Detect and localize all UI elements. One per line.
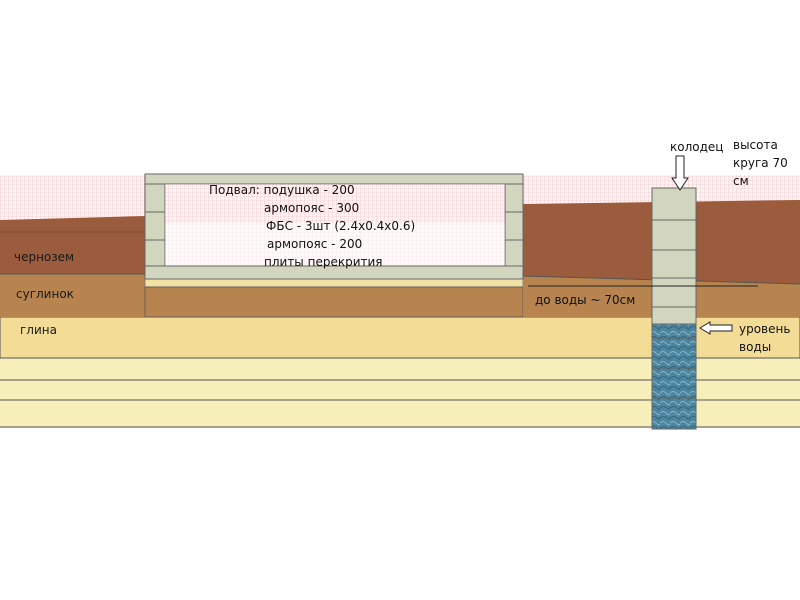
basement-line-cushion: Подвал: подушка - 200 [209,183,355,197]
basement-sand-cushion [144,278,524,288]
suglinok-layer-left [0,274,145,317]
well-label: колодец [670,140,724,154]
glina-label: глина [20,323,57,337]
suglinok-label: суглинок [16,287,74,301]
well-label-arrow [671,155,689,191]
water-level-line1: уровень [739,322,791,336]
chernozem-layer-left [0,216,145,274]
water-distance-label: до воды ~ 70см [535,293,636,307]
well-height-line3: см [733,174,749,188]
chernozem-label: чернозем [14,250,75,264]
well-height-line1: высота [733,138,778,152]
well-water [651,323,697,430]
water-level-arrow [699,321,733,335]
well [651,187,697,430]
basement-line-armopoyas-300: армопояс - 300 [264,201,360,215]
basement-line-armopoyas-200: армопояс - 200 [267,237,363,251]
water-level-line2: воды [739,340,772,354]
well-height-line2: круга 70 [733,156,788,170]
under-basement-suglinok [144,286,524,318]
basement-line-fbs: ФБС - 3шт (2.4х0.4х0.6) [266,219,416,233]
basement [144,173,524,280]
basement-line-slabs: плиты перекрития [264,255,383,269]
